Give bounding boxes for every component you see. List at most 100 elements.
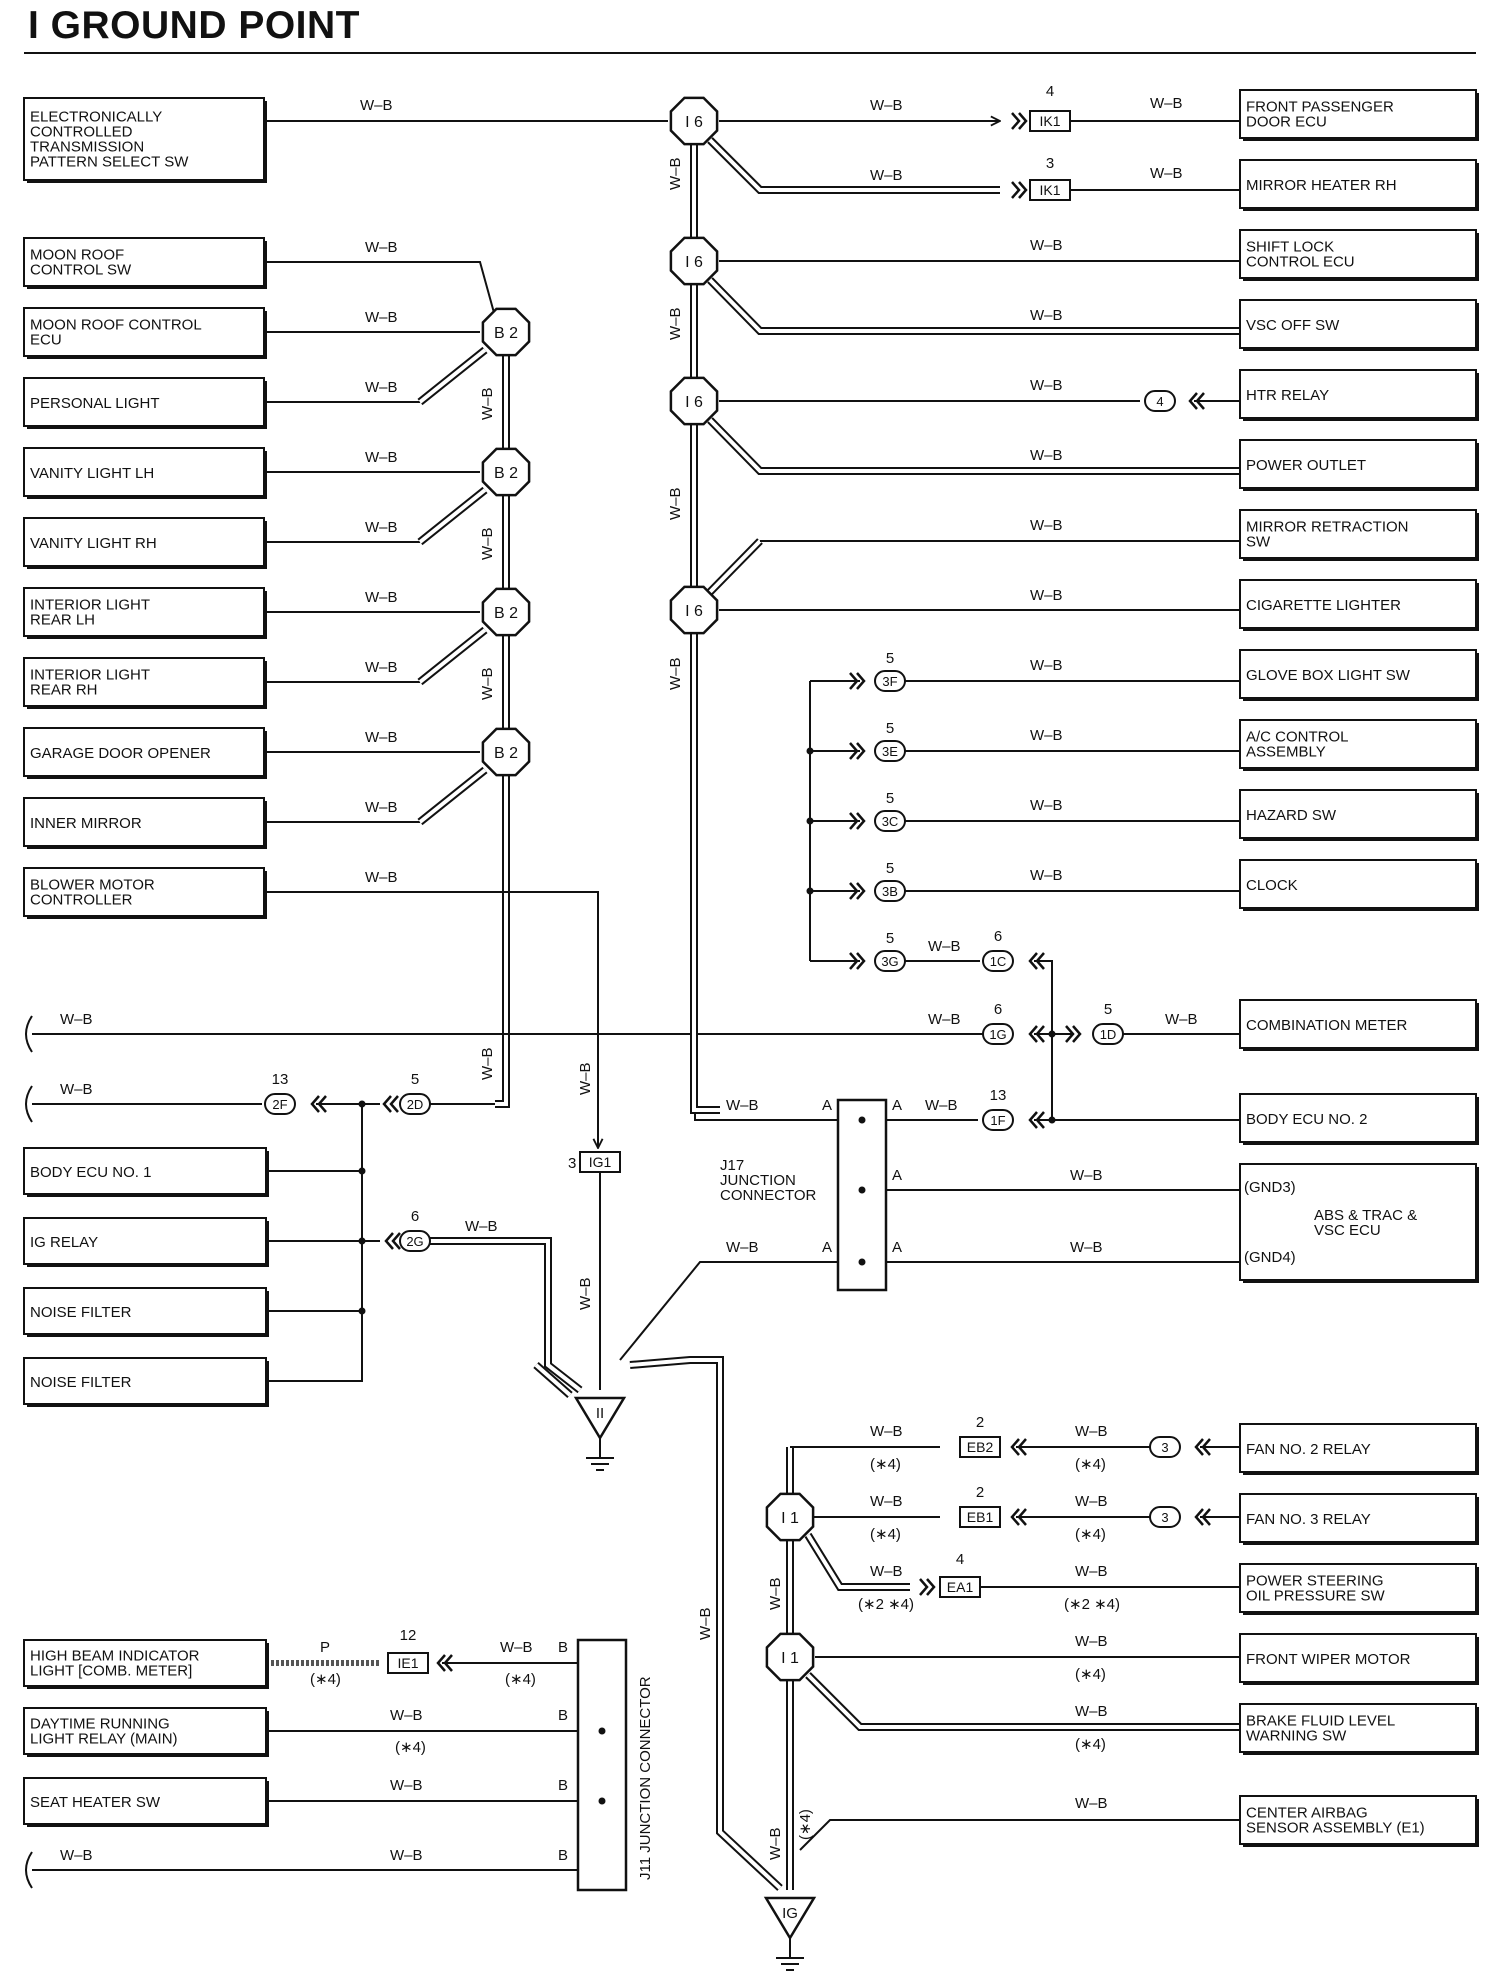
- wire-label-vertical: W–B: [479, 1047, 496, 1080]
- brake-fluid-level-warning-sw-line: BRAKE FLUID LEVEL: [1246, 1713, 1395, 1730]
- shift-lock-control-ecu: [1239, 229, 1477, 279]
- ground-point-ig-label: IG: [782, 1905, 798, 1922]
- page-title: I GROUND POINT: [28, 4, 361, 47]
- connector-htr-chevron: [1188, 392, 1198, 410]
- note-label: (∗4): [1075, 1526, 1106, 1543]
- wire-label: W–B: [365, 309, 398, 326]
- power-steering-oil-pressure-sw: [1239, 1563, 1477, 1613]
- ac-control-assembly-line: A/C CONTROL: [1246, 729, 1349, 746]
- connector-ik1-upper-label: IK1: [1039, 113, 1060, 129]
- connector-3c-chevron: [856, 812, 866, 830]
- wire-label-vertical: W–B: [479, 667, 496, 700]
- bundle-vsc-off-inner: [708, 278, 1240, 333]
- hazard-sw: [1239, 789, 1477, 839]
- splice-i6: [669, 376, 719, 426]
- ground-point-ig: [763, 1896, 817, 1941]
- bundle-power-outlet-inner: [708, 418, 1240, 473]
- connector-ig1-label: IG1: [589, 1154, 612, 1170]
- splice-b2: [481, 587, 531, 637]
- mirror-retraction-sw-line: MIRROR RETRACTION: [1246, 519, 1409, 536]
- pin-label: A: [822, 1239, 832, 1256]
- splice-i6-label: I 6: [685, 114, 703, 131]
- wire-label-vertical: W–B: [667, 487, 684, 520]
- front-passenger-door-ecu-line: FRONT PASSENGER: [1246, 99, 1394, 116]
- wire-label: W–B: [500, 1639, 533, 1656]
- high-beam-indicator-light-line: LIGHT [COMB. METER]: [30, 1663, 192, 1680]
- connector-3b-label: 3B: [882, 884, 898, 899]
- daytime-running-light-relay-line: DAYTIME RUNNING: [30, 1716, 170, 1733]
- moon-roof-control-ecu: [23, 307, 265, 357]
- wire-label-vertical: W–B: [767, 1577, 784, 1610]
- connector-pin: 5: [886, 930, 894, 947]
- wire-label: W–B: [1075, 1633, 1108, 1650]
- wire-label: W–B: [1150, 95, 1183, 112]
- ac-control-assembly: [1239, 719, 1477, 769]
- inner-mirror-label: INNER MIRROR: [30, 815, 142, 832]
- connector-3f-label: 3F: [882, 674, 897, 689]
- vsc-off-sw-label: VSC OFF SW: [1246, 317, 1340, 334]
- htr-relay: [1239, 369, 1477, 419]
- splice-b2-label: B 2: [494, 465, 518, 482]
- fan-no-3-relay-label: FAN NO. 3 RELAY: [1246, 1511, 1371, 1528]
- wire-label: W–B: [870, 167, 903, 184]
- connector-fan2-label: 3: [1161, 1440, 1168, 1455]
- connector-1c-label: 1C: [990, 954, 1007, 969]
- garage-door-opener-label: GARAGE DOOR OPENER: [30, 745, 211, 762]
- wire-label: W–B: [360, 97, 393, 114]
- glove-box-light-sw: [1239, 649, 1477, 699]
- note-label: (∗2 ∗4): [1064, 1596, 1120, 1613]
- wire-label: W–B: [60, 1081, 93, 1098]
- junction-dot: [806, 747, 814, 755]
- note-label: (∗4): [870, 1526, 901, 1543]
- interior-light-rear-lh-line: REAR LH: [30, 612, 95, 629]
- connector-3g-chevron: [856, 952, 866, 970]
- junction-dot: [358, 1307, 366, 1315]
- connector-ea1-label: EA1: [947, 1579, 974, 1595]
- connector-2d-chevron: [382, 1095, 392, 1113]
- wire-label: W–B: [1150, 165, 1183, 182]
- wire-label: W–B: [390, 1847, 423, 1864]
- connector-pin: 5: [411, 1071, 419, 1088]
- connector-3e: [874, 740, 906, 762]
- pin-label: A: [892, 1167, 902, 1184]
- note-label: (∗4): [797, 1809, 814, 1840]
- fan-no-2-relay: [1239, 1423, 1477, 1473]
- htr-relay-label: HTR RELAY: [1246, 387, 1329, 404]
- splice-i1-label: I 1: [781, 1650, 799, 1667]
- bundle-i6-ik1-b-inner: [708, 138, 1000, 192]
- splice-i6: [669, 96, 719, 146]
- interior-light-rear-rh-line: REAR RH: [30, 682, 98, 699]
- wire-label: W–B: [1075, 1423, 1108, 1440]
- wire-label: W–B: [1075, 1795, 1108, 1812]
- connector-2d-chevron: [389, 1095, 399, 1113]
- wire-label: W–B: [365, 239, 398, 256]
- wire-label: W–B: [925, 1097, 958, 1114]
- wire-label: W–B: [365, 379, 398, 396]
- connector-pin: 5: [886, 860, 894, 877]
- splice-i6-label: I 6: [685, 603, 703, 620]
- connector-pin: 5: [886, 720, 894, 737]
- mirror-retraction-sw-line: SW: [1246, 534, 1271, 551]
- connector-pin: 5: [1104, 1001, 1112, 1018]
- connector-pin: 6: [994, 928, 1002, 945]
- interior-light-rear-rh: [23, 657, 265, 707]
- wire-label: W–B: [726, 1239, 759, 1256]
- wire-label: W–B: [1070, 1239, 1103, 1256]
- wire-label: W–B: [928, 938, 961, 955]
- center-airbag-sensor-assembly-line: CENTER AIRBAG: [1246, 1805, 1368, 1822]
- vanity-light-rh-label: VANITY LIGHT RH: [30, 535, 157, 552]
- connector-3f-chevron: [849, 672, 859, 690]
- connector-ie1-chevron: [443, 1654, 453, 1672]
- wire-label: W–B: [1030, 797, 1063, 814]
- connector-ik1-chevron: [1018, 181, 1028, 199]
- gnd4-label: (GND4): [1244, 1249, 1296, 1266]
- wire-label: W–B: [726, 1097, 759, 1114]
- body-ecu-no-2: [1239, 1093, 1477, 1143]
- connector-2f-label: 2F: [272, 1097, 287, 1112]
- connector-3f: [874, 670, 906, 692]
- wire-brace: [25, 1015, 33, 1053]
- wire-label-vertical: W–B: [479, 387, 496, 420]
- interior-light-rear-lh-line: INTERIOR LIGHT: [30, 597, 150, 614]
- connector-pin: 3: [1046, 155, 1054, 172]
- connector-eb2-chevron: [1010, 1438, 1020, 1456]
